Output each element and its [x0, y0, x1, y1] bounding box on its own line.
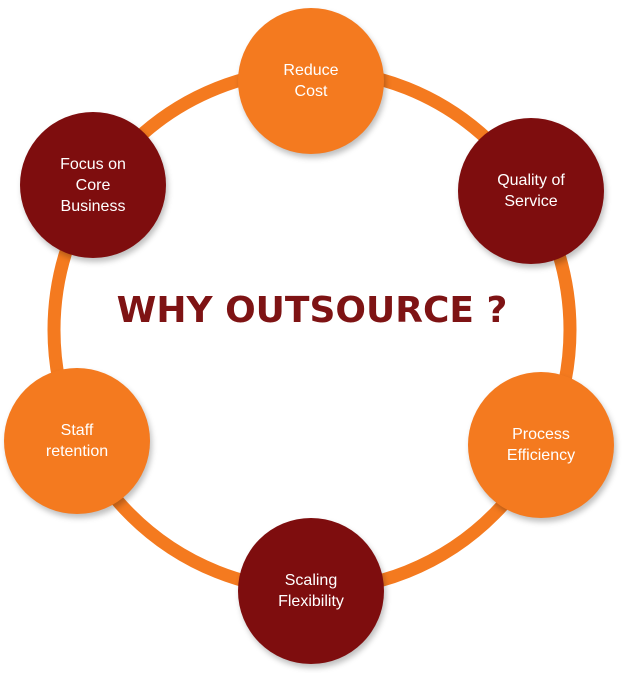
diagram-title: WHY OUTSOURCE ? [116, 290, 508, 331]
node-focus-on-core-business: Focus on Core Business [20, 112, 166, 258]
node-process-efficiency: Process Efficiency [468, 372, 614, 518]
node-reduce-cost: Reduce Cost [238, 8, 384, 154]
node-focus-on-core-business-label: Focus on Core Business [60, 155, 126, 215]
node-process-efficiency-label: Process Efficiency [506, 426, 576, 464]
node-scaling-flexibility: Scaling Flexibility [238, 518, 384, 664]
node-staff-retention: Staff retention [4, 368, 150, 514]
node-quality-of-service: Quality of Service [458, 118, 604, 264]
node-quality-of-service-label: Quality of Service [497, 172, 565, 210]
node-staff-retention-label: Staff retention [45, 422, 109, 460]
node-reduce-cost-label: Reduce Cost [283, 62, 339, 100]
node-scaling-flexibility-label: Scaling Flexibility [278, 572, 344, 610]
